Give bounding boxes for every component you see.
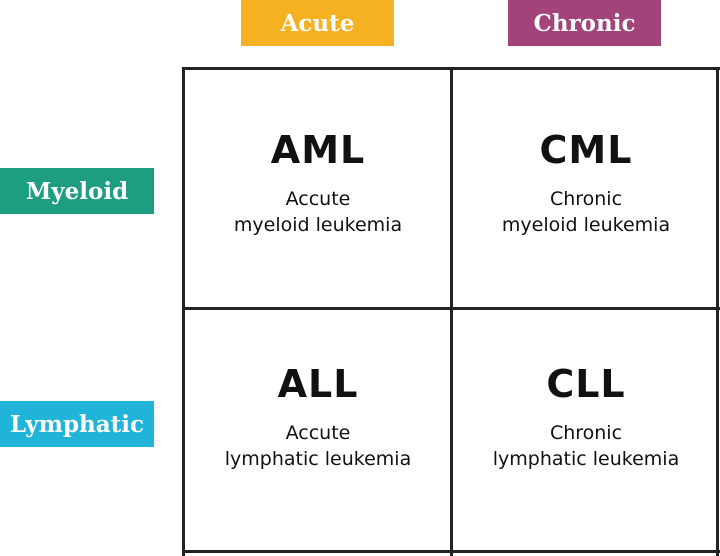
cell-cml-description: Chronic myeloid leukemia (453, 186, 719, 238)
cell-cll: CLL Chronic lymphatic leukemia (453, 362, 719, 472)
cell-cll-description: Chronic lymphatic leukemia (453, 420, 719, 472)
cell-aml-desc-line2: myeloid leukemia (233, 214, 403, 236)
row-header-myeloid: Myeloid (0, 168, 154, 214)
cell-cml-desc-line1: Chronic (549, 188, 623, 210)
column-header-chronic-label: Chronic (533, 9, 636, 37)
grid-border-bottom (182, 550, 720, 553)
cell-all-abbr: ALL (277, 362, 359, 406)
cell-all: ALL Accute lymphatic leukemia (185, 362, 451, 472)
column-header-chronic: Chronic (508, 0, 661, 46)
row-header-lymphatic: Lymphatic (0, 401, 154, 447)
grid-divider-vertical (450, 67, 453, 556)
column-header-acute: Acute (241, 0, 394, 46)
column-header-acute-label: Acute (280, 9, 355, 37)
cell-aml-description: Accute myeloid leukemia (185, 186, 451, 238)
cell-all-desc-line1: Accute (285, 422, 351, 444)
cell-aml-desc-line1: Accute (285, 188, 351, 210)
grid-border-right (716, 67, 719, 556)
cell-cml-abbr: CML (539, 128, 633, 172)
row-header-lymphatic-label: Lymphatic (9, 410, 145, 438)
cell-all-desc-line2: lymphatic leukemia (224, 448, 412, 470)
cell-cml-desc-line2: myeloid leukemia (501, 214, 671, 236)
row-header-myeloid-label: Myeloid (25, 177, 129, 205)
cell-cll-abbr: CLL (546, 362, 626, 406)
grid-divider-horizontal (182, 307, 720, 310)
cell-cll-desc-line1: Chronic (549, 422, 623, 444)
cell-cml: CML Chronic myeloid leukemia (453, 128, 719, 238)
cell-all-description: Accute lymphatic leukemia (185, 420, 451, 472)
cell-cll-desc-line2: lymphatic leukemia (492, 448, 680, 470)
cell-aml-abbr: AML (270, 128, 366, 172)
cell-aml: AML Accute myeloid leukemia (185, 128, 451, 238)
